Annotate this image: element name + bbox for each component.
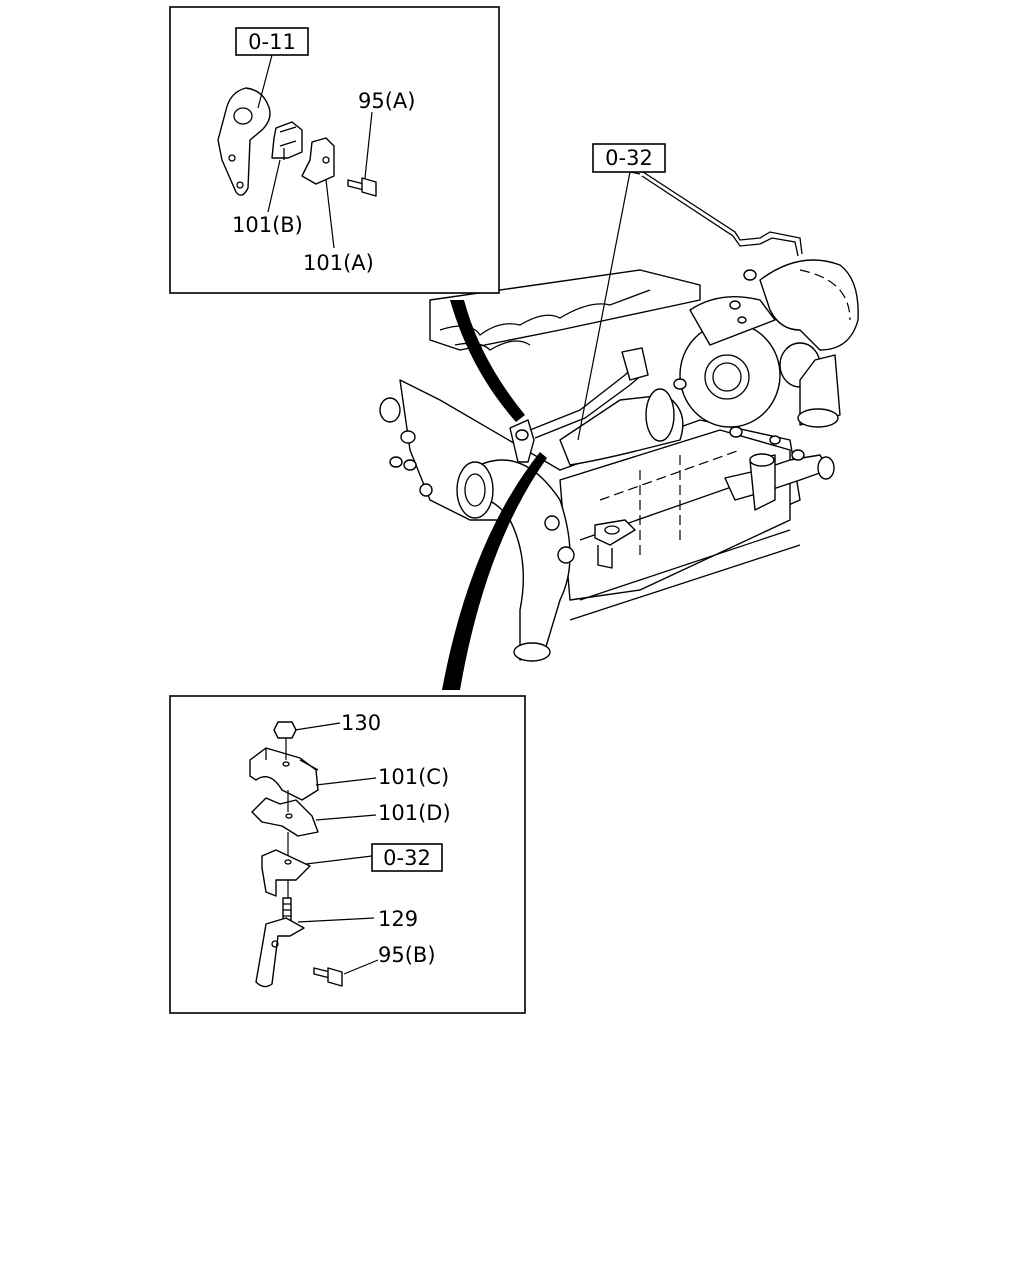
main-ref-0-32: 0-32 (592, 143, 666, 173)
engine-assembly-drawing (379, 169, 859, 662)
main-ref-label: 0-32 (605, 146, 653, 170)
bracket-0-11-drawing (217, 87, 271, 196)
callout-95b: 95(B) (378, 943, 436, 967)
clamp-101a-drawing (301, 137, 335, 185)
pointer-to-bottom-inset (442, 452, 547, 690)
clamp-101d-drawing (251, 797, 319, 837)
top-inset-ref-label: 0-11 (248, 30, 296, 54)
nut-130-drawing (273, 721, 297, 739)
bottom-inset-ref-label: 0-32 (383, 846, 431, 870)
clamp-101b-drawing (271, 121, 303, 159)
callout-101b: 101(B) (232, 213, 303, 237)
callout-129: 129 (378, 907, 418, 931)
callout-130: 130 (341, 711, 381, 735)
bottom-inset-panel: 130 101(C) 101(D) 0-32 129 95(B) (169, 695, 526, 1014)
callout-101c: 101(C) (378, 765, 449, 789)
callout-101a: 101(A) (303, 251, 374, 275)
top-inset-panel: 0-11 95(A) 101(B) 101(A) (169, 6, 500, 294)
lower-bracket-drawing (255, 917, 305, 988)
turbocharger-drawing (673, 259, 859, 438)
callout-101d: 101(D) (378, 801, 451, 825)
pointer-to-top-inset (450, 300, 525, 422)
callout-95a: 95(A) (358, 89, 415, 113)
bracket-0-32-drawing (261, 849, 311, 897)
leader-0-32-main (577, 171, 631, 441)
